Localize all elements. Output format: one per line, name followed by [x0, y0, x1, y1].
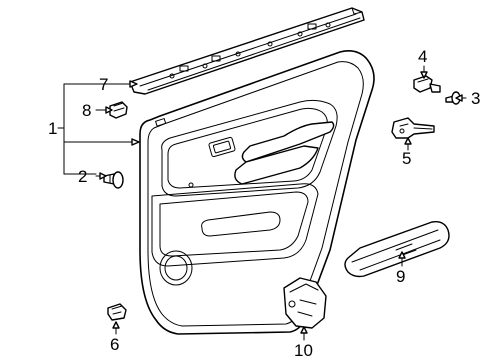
lock-bracket-5	[391, 117, 435, 139]
leader-lines	[57, 65, 467, 341]
trim-clip-6	[107, 303, 127, 321]
belt-molding	[129, 7, 365, 95]
window-switch-base-10	[283, 277, 327, 329]
callout-8: 8	[82, 101, 91, 120]
trim-clip-8	[109, 101, 128, 119]
callout-4: 4	[418, 47, 427, 66]
callout-5: 5	[402, 149, 411, 168]
callout-2: 2	[78, 167, 87, 186]
clip-nut-4	[413, 75, 441, 93]
callout-6: 6	[110, 335, 119, 354]
door-trim-panel	[139, 50, 375, 335]
callout-1: 1	[48, 119, 57, 138]
callout-9: 9	[396, 267, 405, 286]
push-pin-fastener-2	[103, 171, 124, 189]
callout-7: 7	[99, 75, 108, 94]
callout-3: 3	[471, 89, 480, 108]
callout-10: 10	[294, 341, 313, 360]
